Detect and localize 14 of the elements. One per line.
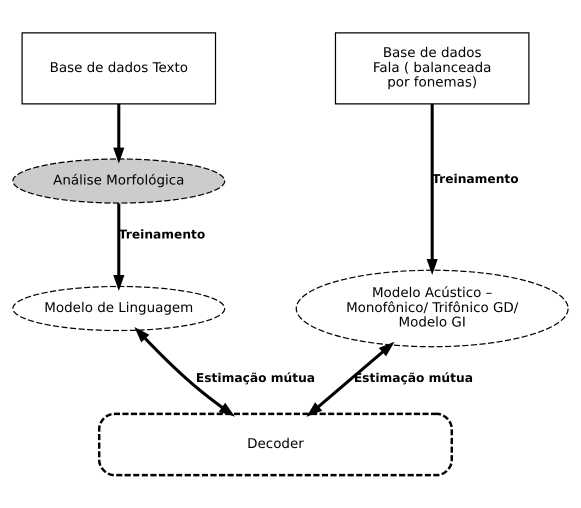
edge-label: Estimação mútua xyxy=(354,371,473,386)
edge-label: Estimação mútua xyxy=(196,371,316,386)
node-box: Base de dados Fala ( balanceada por fonemas) xyxy=(334,32,530,105)
arrow xyxy=(113,203,124,291)
node-box: Base de dados Texto xyxy=(21,32,216,105)
arrow xyxy=(134,327,235,417)
node-ellipse: Modelo Acústico – Monofônico/ Trifônico GD/ Modelo GI xyxy=(296,270,569,348)
edge-label: Treinamento xyxy=(432,172,519,186)
node-ellipse: Análise Morfológica xyxy=(12,158,226,204)
arrow xyxy=(113,104,124,164)
node-box: Decoder xyxy=(98,412,453,476)
node-ellipse: Modelo de Linguagem xyxy=(12,286,226,332)
arrow xyxy=(426,104,438,275)
arrow xyxy=(306,342,395,417)
